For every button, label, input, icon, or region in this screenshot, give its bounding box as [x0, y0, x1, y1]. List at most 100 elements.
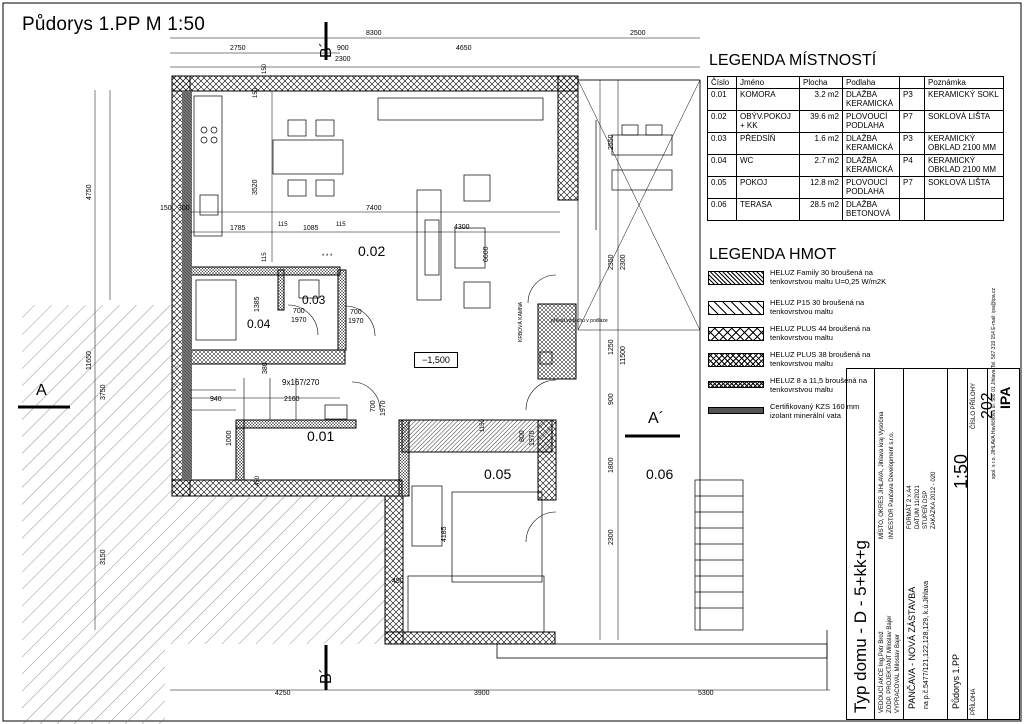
dim-text: 300 — [178, 205, 190, 212]
room-label: 0.06 — [646, 466, 674, 482]
dim-text: 115 — [262, 252, 268, 262]
tb-field: STUPEŇ DSP — [923, 490, 929, 529]
dim-text: 1000 — [226, 430, 233, 446]
cell: SOKLOVÁ LIŠTA — [924, 176, 1004, 199]
terrain-hatch — [22, 79, 701, 724]
dimension-lines — [94, 37, 830, 691]
room-label: 0.01 — [307, 428, 335, 444]
swatch-cross — [708, 327, 764, 341]
dim-text: 6600 — [483, 246, 490, 262]
legend-item: HELUZ P15 30 broušená na tenkovrstvou ma… — [708, 298, 998, 322]
tb-field: VEDOUCÍ AKCE Ing.Petr Brož — [879, 631, 885, 713]
dim-text: 900 — [608, 393, 615, 405]
legend-label: HELUZ PLUS 44 broušená na tenkovrstvou m… — [770, 324, 871, 342]
cell: P7 — [899, 110, 925, 133]
cell: 0.04 — [707, 154, 737, 177]
drawing-name: Půdorys 1.PP — [951, 653, 961, 709]
level-marker: −1,500 — [414, 352, 458, 368]
dim-text: 8300 — [366, 30, 382, 37]
tb-field: DATUM 11/2021 — [915, 485, 921, 529]
column-header: Plocha — [799, 76, 843, 89]
dim-text: 3150 — [100, 549, 107, 565]
dim-text: 4750 — [86, 184, 93, 200]
swatch-insulation — [708, 407, 764, 414]
cell: KERAMICKÝ SOKL — [924, 88, 1004, 111]
swatch-cross-thin — [708, 381, 764, 388]
dim-text: 150 — [253, 87, 259, 98]
cell: DLAŽBA KERAMICKÁ — [842, 132, 900, 155]
cell: PLOVOUCÍ PODLAHA — [842, 176, 900, 199]
column-header: Podlaha — [842, 76, 900, 89]
cell: TERASA — [736, 198, 800, 221]
rooms-table-header: Číslo Jméno Plocha Podlaha Poznámka — [707, 76, 1004, 89]
dim-text: 450 — [255, 475, 261, 486]
cell: 28.5 m2 — [799, 198, 843, 221]
cell: PŘEDSÍŇ — [736, 132, 800, 155]
dim-text: 900 — [337, 45, 349, 52]
dim-text: 1970 — [291, 317, 307, 324]
door-swings — [287, 274, 557, 543]
dim-text: 4650 — [456, 45, 472, 52]
dim-text: 7400 — [366, 205, 382, 212]
scale-big: 1:50 — [951, 453, 971, 489]
cell: KOMORA — [736, 88, 800, 111]
dim-text: 1150 — [480, 419, 486, 432]
dim-text: 1970 — [529, 430, 536, 446]
dim-text: 11500 — [620, 346, 627, 365]
swatch-cross-fine — [708, 353, 764, 367]
legend-label: HELUZ Family 30 broušená na tenkovrstvou… — [770, 268, 887, 286]
drawing-title: Půdorys 1.PP M 1:50 — [22, 14, 205, 35]
cell: 0.01 — [707, 88, 737, 111]
legend-label: Certifikovaný KZS 160 mm izolant minerál… — [770, 402, 860, 420]
dim-text: 2300 — [620, 254, 627, 270]
dim-text: 4300 — [454, 224, 470, 231]
cell: OBÝV.POKOJ + KK — [736, 110, 800, 133]
furniture — [193, 95, 744, 633]
dim-text: 700 — [293, 308, 305, 315]
cell: 1.6 m2 — [799, 132, 843, 155]
dim-text: 2160 — [284, 396, 300, 403]
tb-field: ČÍSLO PŘÍLOHY — [971, 382, 977, 429]
dim-text: 1085 — [303, 225, 319, 232]
column-header: Číslo — [707, 76, 737, 89]
dim-text: 4250 — [275, 690, 291, 697]
dim-text: 4185 — [441, 526, 448, 542]
dim-text: 1385 — [254, 296, 261, 312]
dim-text: 1800 — [608, 457, 615, 473]
tb-field: INVESTOR Pančava Development s.r.o. — [889, 431, 895, 539]
cell — [899, 198, 925, 221]
dim-text: 1250 — [608, 339, 615, 355]
plan-note: KRBOVÁ KAMNA — [518, 301, 524, 342]
dim-text: 1970 — [348, 318, 364, 325]
materials-legend-heading: LEGENDA HMOT — [709, 246, 837, 263]
cell: DLAŽBA KERAMICKÁ — [842, 154, 900, 177]
column-header: Jméno — [736, 76, 800, 89]
cell: P4 — [899, 154, 925, 177]
room-label: 0.05 — [484, 466, 512, 482]
cell: P3 — [899, 88, 925, 111]
dim-text: 150 — [262, 63, 268, 74]
tb-field: VYPRACOVAL Miloslav Bajer — [895, 633, 901, 713]
section-mark: B´ — [318, 668, 335, 684]
dim-text: 5300 — [698, 690, 714, 697]
section-mark: B´ — [318, 42, 335, 58]
dim-text: 9x167/270 — [282, 378, 320, 387]
tb-field: ZODP. PROJEKTANT Miloslav Bajer — [887, 615, 893, 713]
dim-text: 2350 — [608, 254, 615, 270]
terrace — [496, 79, 828, 690]
dim-text: 800 — [519, 430, 526, 442]
swatch-hatch-dense — [708, 271, 764, 285]
dim-text: 700 — [370, 400, 377, 412]
section-mark: A — [36, 382, 47, 399]
legend-item: HELUZ 8 a 11,5 broušená na tenkovrstvou … — [708, 376, 998, 400]
legend-item: HELUZ PLUS 44 broušená na tenkovrstvou m… — [708, 324, 998, 348]
dim-text: 3900 — [474, 690, 490, 697]
cell: POKOJ — [736, 176, 800, 199]
